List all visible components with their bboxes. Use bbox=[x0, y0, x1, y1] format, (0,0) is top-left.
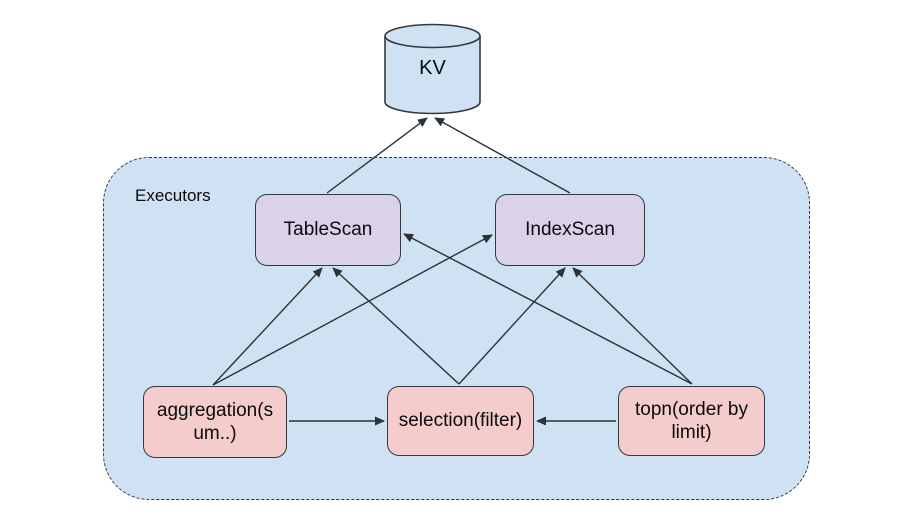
node-aggregation: aggregation(sum..) bbox=[143, 386, 287, 458]
kv-node-label: KV bbox=[419, 57, 446, 79]
executors-label: Executors bbox=[135, 186, 211, 205]
node-indexscan-label: IndexScan bbox=[525, 219, 615, 241]
node-tablescan: TableScan bbox=[255, 194, 401, 266]
node-tablescan-label: TableScan bbox=[283, 219, 373, 241]
node-selection: selection(filter) bbox=[387, 386, 534, 456]
kv-cylinder-top bbox=[384, 23, 481, 49]
node-aggregation-label: aggregation(sum..) bbox=[156, 399, 274, 444]
node-topn-label: topn(order by limit) bbox=[634, 398, 748, 443]
node-selection-label: selection(filter) bbox=[398, 410, 523, 432]
node-topn: topn(order by limit) bbox=[618, 386, 765, 456]
node-indexscan: IndexScan bbox=[495, 194, 645, 266]
